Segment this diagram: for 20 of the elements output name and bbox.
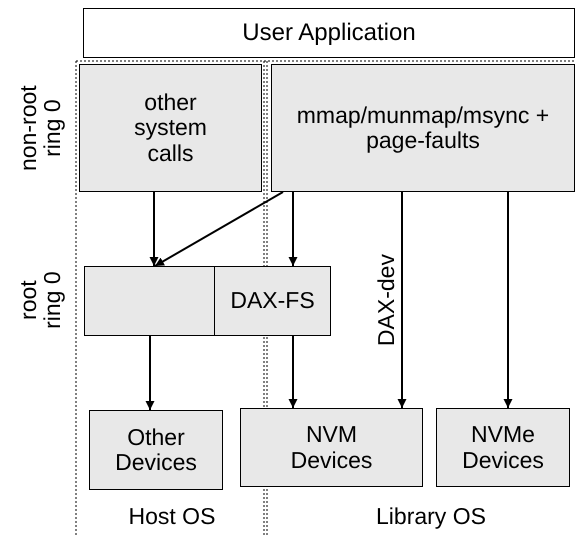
arrow <box>150 192 158 266</box>
layer-label: root ring 0 <box>16 270 64 331</box>
region-label: Library OS <box>376 504 486 528</box>
arrow <box>288 192 298 266</box>
kernel-box <box>84 266 215 336</box>
arrow <box>154 191 284 267</box>
arrow <box>146 336 154 410</box>
process-box: DAX-FS <box>214 266 331 336</box>
process-box: other system calls <box>79 64 262 192</box>
edge-label: DAX-dev <box>374 254 398 346</box>
layer-box: User Application <box>83 8 575 58</box>
device-box: Other Devices <box>89 410 223 490</box>
device-box: NVM Devices <box>240 408 423 487</box>
process-box: mmap/munmap/msync + page-faults <box>271 64 575 192</box>
device-box: NVMe Devices <box>436 408 570 487</box>
layer-label: non-root ring 0 <box>16 84 64 173</box>
arrow <box>288 336 298 408</box>
arrow <box>504 192 512 408</box>
arrow <box>398 192 406 408</box>
region-label: Host OS <box>128 504 216 528</box>
